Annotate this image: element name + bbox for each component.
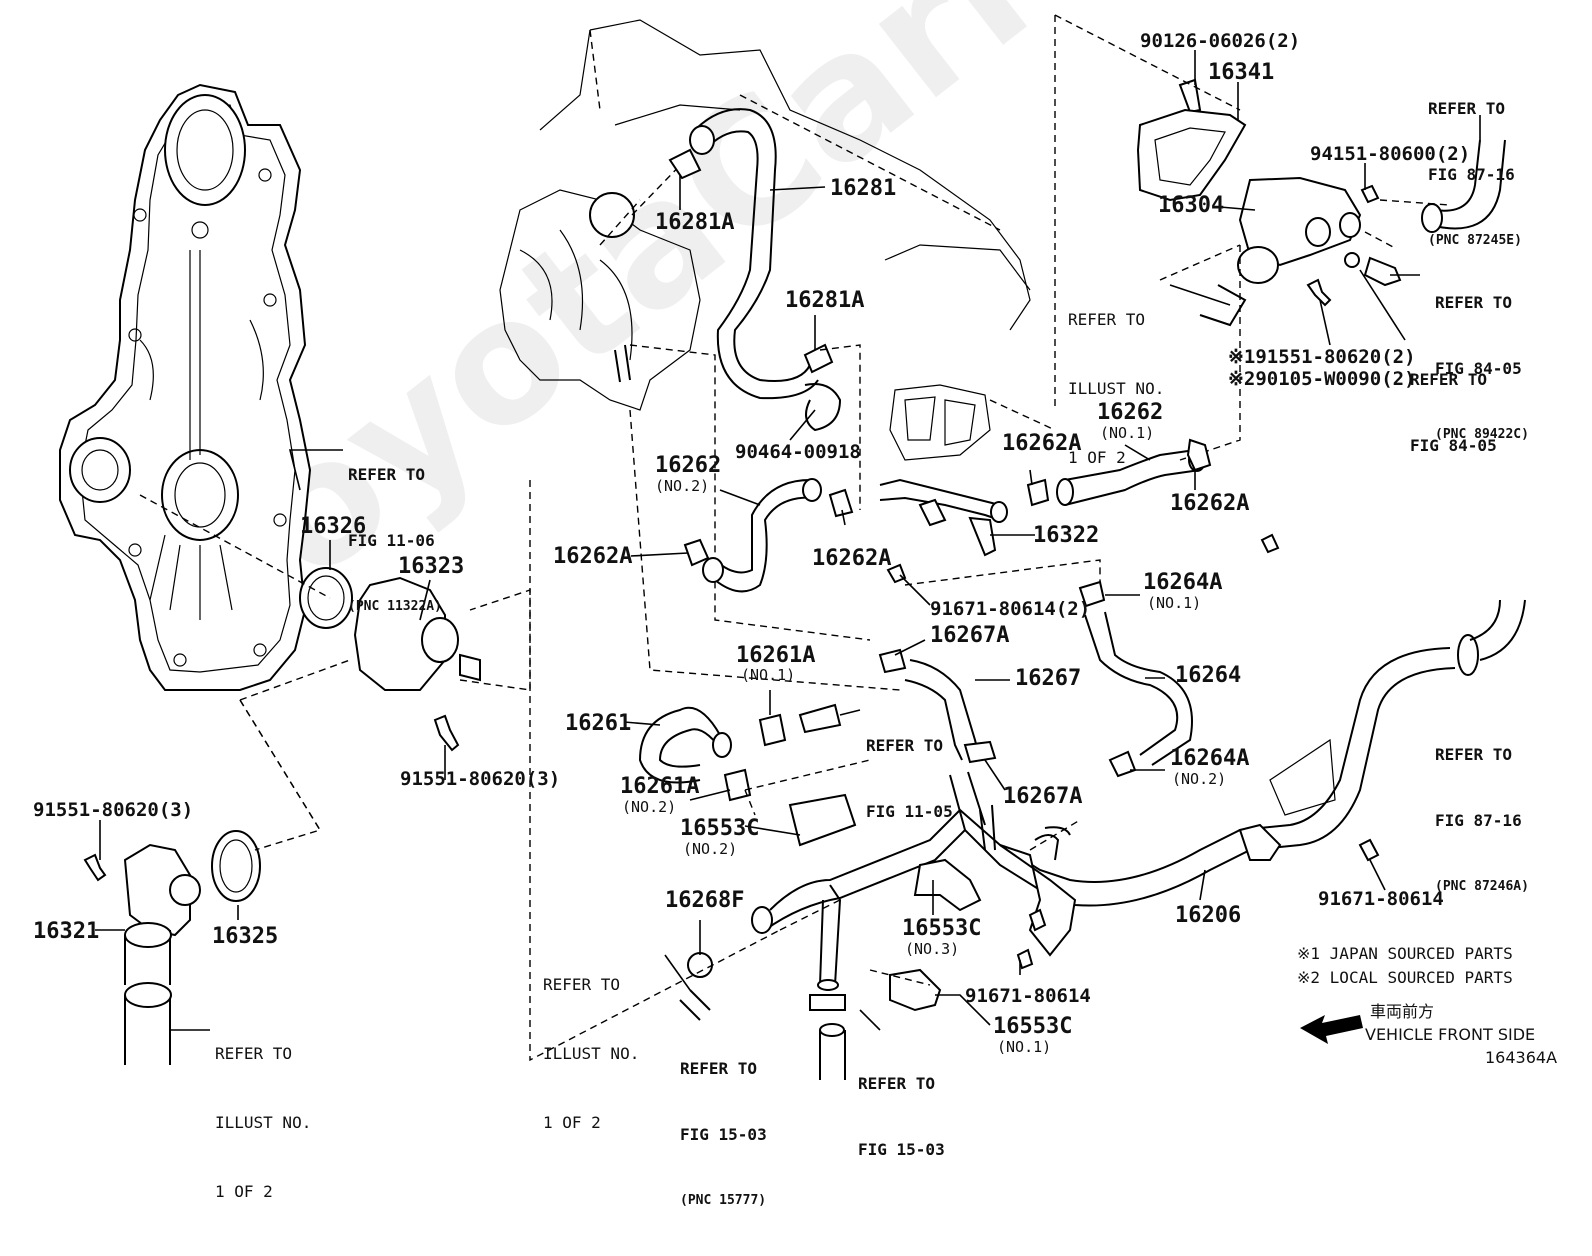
front-arrow-icon xyxy=(1300,1015,1363,1044)
hose-16264-drawing xyxy=(1078,580,1193,778)
part-label-16321: 16321 xyxy=(33,919,100,944)
part-label-16262A-d: 16262A xyxy=(553,544,633,569)
part-label-16325: 16325 xyxy=(212,924,279,949)
part-label-16268F: 16268F xyxy=(665,888,745,913)
diagram-drawing xyxy=(59,14,1526,1080)
part-label-16264A-no2-sub: (NO.2) xyxy=(1172,770,1227,788)
ref-illust-bottom-middle: REFER TO ILLUST NO. 1 OF 2 xyxy=(543,975,640,1132)
note-local-sourced: ※2 LOCAL SOURCED PARTS xyxy=(1297,968,1513,987)
part-label-16553C-no1-sub: (NO.1) xyxy=(997,1038,1052,1056)
ref-fig-11-05: REFER TO FIG 11-05 xyxy=(866,736,953,821)
part-label-91671-b: 91671-80614 xyxy=(965,985,1091,1007)
part-label-16261A-no2-sub: (NO.2) xyxy=(622,798,677,816)
part-label-16553C-no2-sub: (NO.2) xyxy=(683,840,738,858)
ref-fig-87-16-right: REFER TO FIG 87-16 (PNC 87246A) xyxy=(1435,745,1529,894)
hose-16262-no1-drawing xyxy=(879,384,1212,557)
part-label-16281: 16281 xyxy=(830,176,897,201)
part-label-16322: 16322 xyxy=(1033,523,1100,548)
part-label-16262-no2: 16262 xyxy=(655,453,722,478)
ref-illust-top: REFER TO ILLUST NO. 1 OF 2 xyxy=(1068,310,1165,467)
part-label-16267A-top: 16267A xyxy=(930,623,1010,648)
part-label-16262A-a: 16262A xyxy=(1002,431,1082,456)
hose-16281-drawing xyxy=(668,108,861,510)
part-label-16262A-c: 16262A xyxy=(812,546,892,571)
part-label-16262-no1-sub: (NO.1) xyxy=(1100,424,1155,442)
part-label-16264A-no1: 16264A xyxy=(1143,570,1223,595)
hose-16261-drawing xyxy=(638,703,871,816)
direction-label-jp: 車両前方 xyxy=(1370,1002,1435,1021)
part-label-90126: 90126-06026(2) xyxy=(1140,30,1301,52)
part-label-91671-a: 91671-80614 xyxy=(1318,888,1444,910)
engine-outline-drawing xyxy=(499,19,1031,691)
part-label-16553C-no2: 16553C xyxy=(680,816,760,841)
ref-illust-bottom-left: REFER TO ILLUST NO. 1 OF 2 xyxy=(215,1044,312,1201)
part-label-16553C-no3: 16553C xyxy=(902,916,982,941)
part-label-191551: ※191551-80620(2) xyxy=(1228,346,1416,368)
part-label-16262-no2-sub: (NO.2) xyxy=(655,477,710,495)
direction-label-en: VEHICLE FRONT SIDE xyxy=(1365,1025,1536,1044)
leader-lines xyxy=(95,50,1420,1031)
inlet-16321-drawing xyxy=(83,699,322,1065)
part-label-16261: 16261 xyxy=(565,711,632,736)
part-label-90464: 90464-00918 xyxy=(735,441,861,463)
note-japan-sourced: ※1 JAPAN SOURCED PARTS xyxy=(1297,944,1513,963)
part-label-16264: 16264 xyxy=(1175,663,1242,688)
figure-id: 164364A xyxy=(1485,1048,1558,1067)
water-outlet-drawing xyxy=(1054,14,1506,461)
part-label-16261A-no2: 16261A xyxy=(620,774,700,799)
part-label-91551-3b: 91551-80620(3) xyxy=(33,799,194,821)
part-label-94151: 94151-80600(2) xyxy=(1310,143,1471,165)
part-label-16553C-no3-sub: (NO.3) xyxy=(905,940,960,958)
part-label-16281A-top: 16281A xyxy=(655,210,735,235)
timing-cover-drawing xyxy=(59,83,312,691)
part-label-16264A-no2: 16264A xyxy=(1170,746,1250,771)
part-label-91551-3a: 91551-80620(3) xyxy=(400,768,561,790)
hose-16267-drawing xyxy=(878,559,1101,764)
part-label-16281A-mid: 16281A xyxy=(785,288,865,313)
part-label-16264A-no1-sub: (NO.1) xyxy=(1147,594,1202,612)
part-label-91671-2: 91671-80614(2) xyxy=(930,598,1091,620)
ref-fig-87-16-top: REFER TO FIG 87-16 (PNC 87245E) xyxy=(1428,99,1522,248)
pipe-16206-drawing xyxy=(529,480,1526,1080)
part-label-16261A-no1-sub: (NO.1) xyxy=(741,666,796,684)
hose-16262-no2-drawing xyxy=(683,478,907,593)
parts-diagram: ToyotaCarMirror.ru xyxy=(33,0,1592,1208)
part-label-16267: 16267 xyxy=(1015,666,1082,691)
part-label-16261A-no1: 16261A xyxy=(736,643,816,668)
ref-fig-11-06: REFER TO FIG 11-06 (PNC 11322A) xyxy=(348,465,442,614)
part-label-16323: 16323 xyxy=(398,554,465,579)
part-label-16206: 16206 xyxy=(1175,903,1242,928)
part-label-16304: 16304 xyxy=(1158,193,1225,218)
ref-fig-84-05-b: REFER TO FIG 84-05 xyxy=(1410,370,1497,455)
ref-fig-84-05-a: REFER TO FIG 84-05 (PNC 89422C) xyxy=(1435,293,1529,442)
part-label-16553C-no1: 16553C xyxy=(993,1014,1073,1039)
ref-fig-15-03-a: REFER TO FIG 15-03 (PNC 15777) xyxy=(680,1059,767,1208)
part-label-16326: 16326 xyxy=(300,514,367,539)
ref-fig-15-03-b: REFER TO FIG 15-03 xyxy=(858,1074,945,1159)
water-inlet-16323-drawing xyxy=(139,494,531,831)
part-label-16262-no1: 16262 xyxy=(1097,400,1164,425)
part-label-16262A-b: 16262A xyxy=(1170,491,1250,516)
part-label-16267A-bot: 16267A xyxy=(1003,784,1083,809)
part-label-290105: ※290105-W0090(2) xyxy=(1228,368,1416,390)
part-label-16341: 16341 xyxy=(1208,60,1275,85)
